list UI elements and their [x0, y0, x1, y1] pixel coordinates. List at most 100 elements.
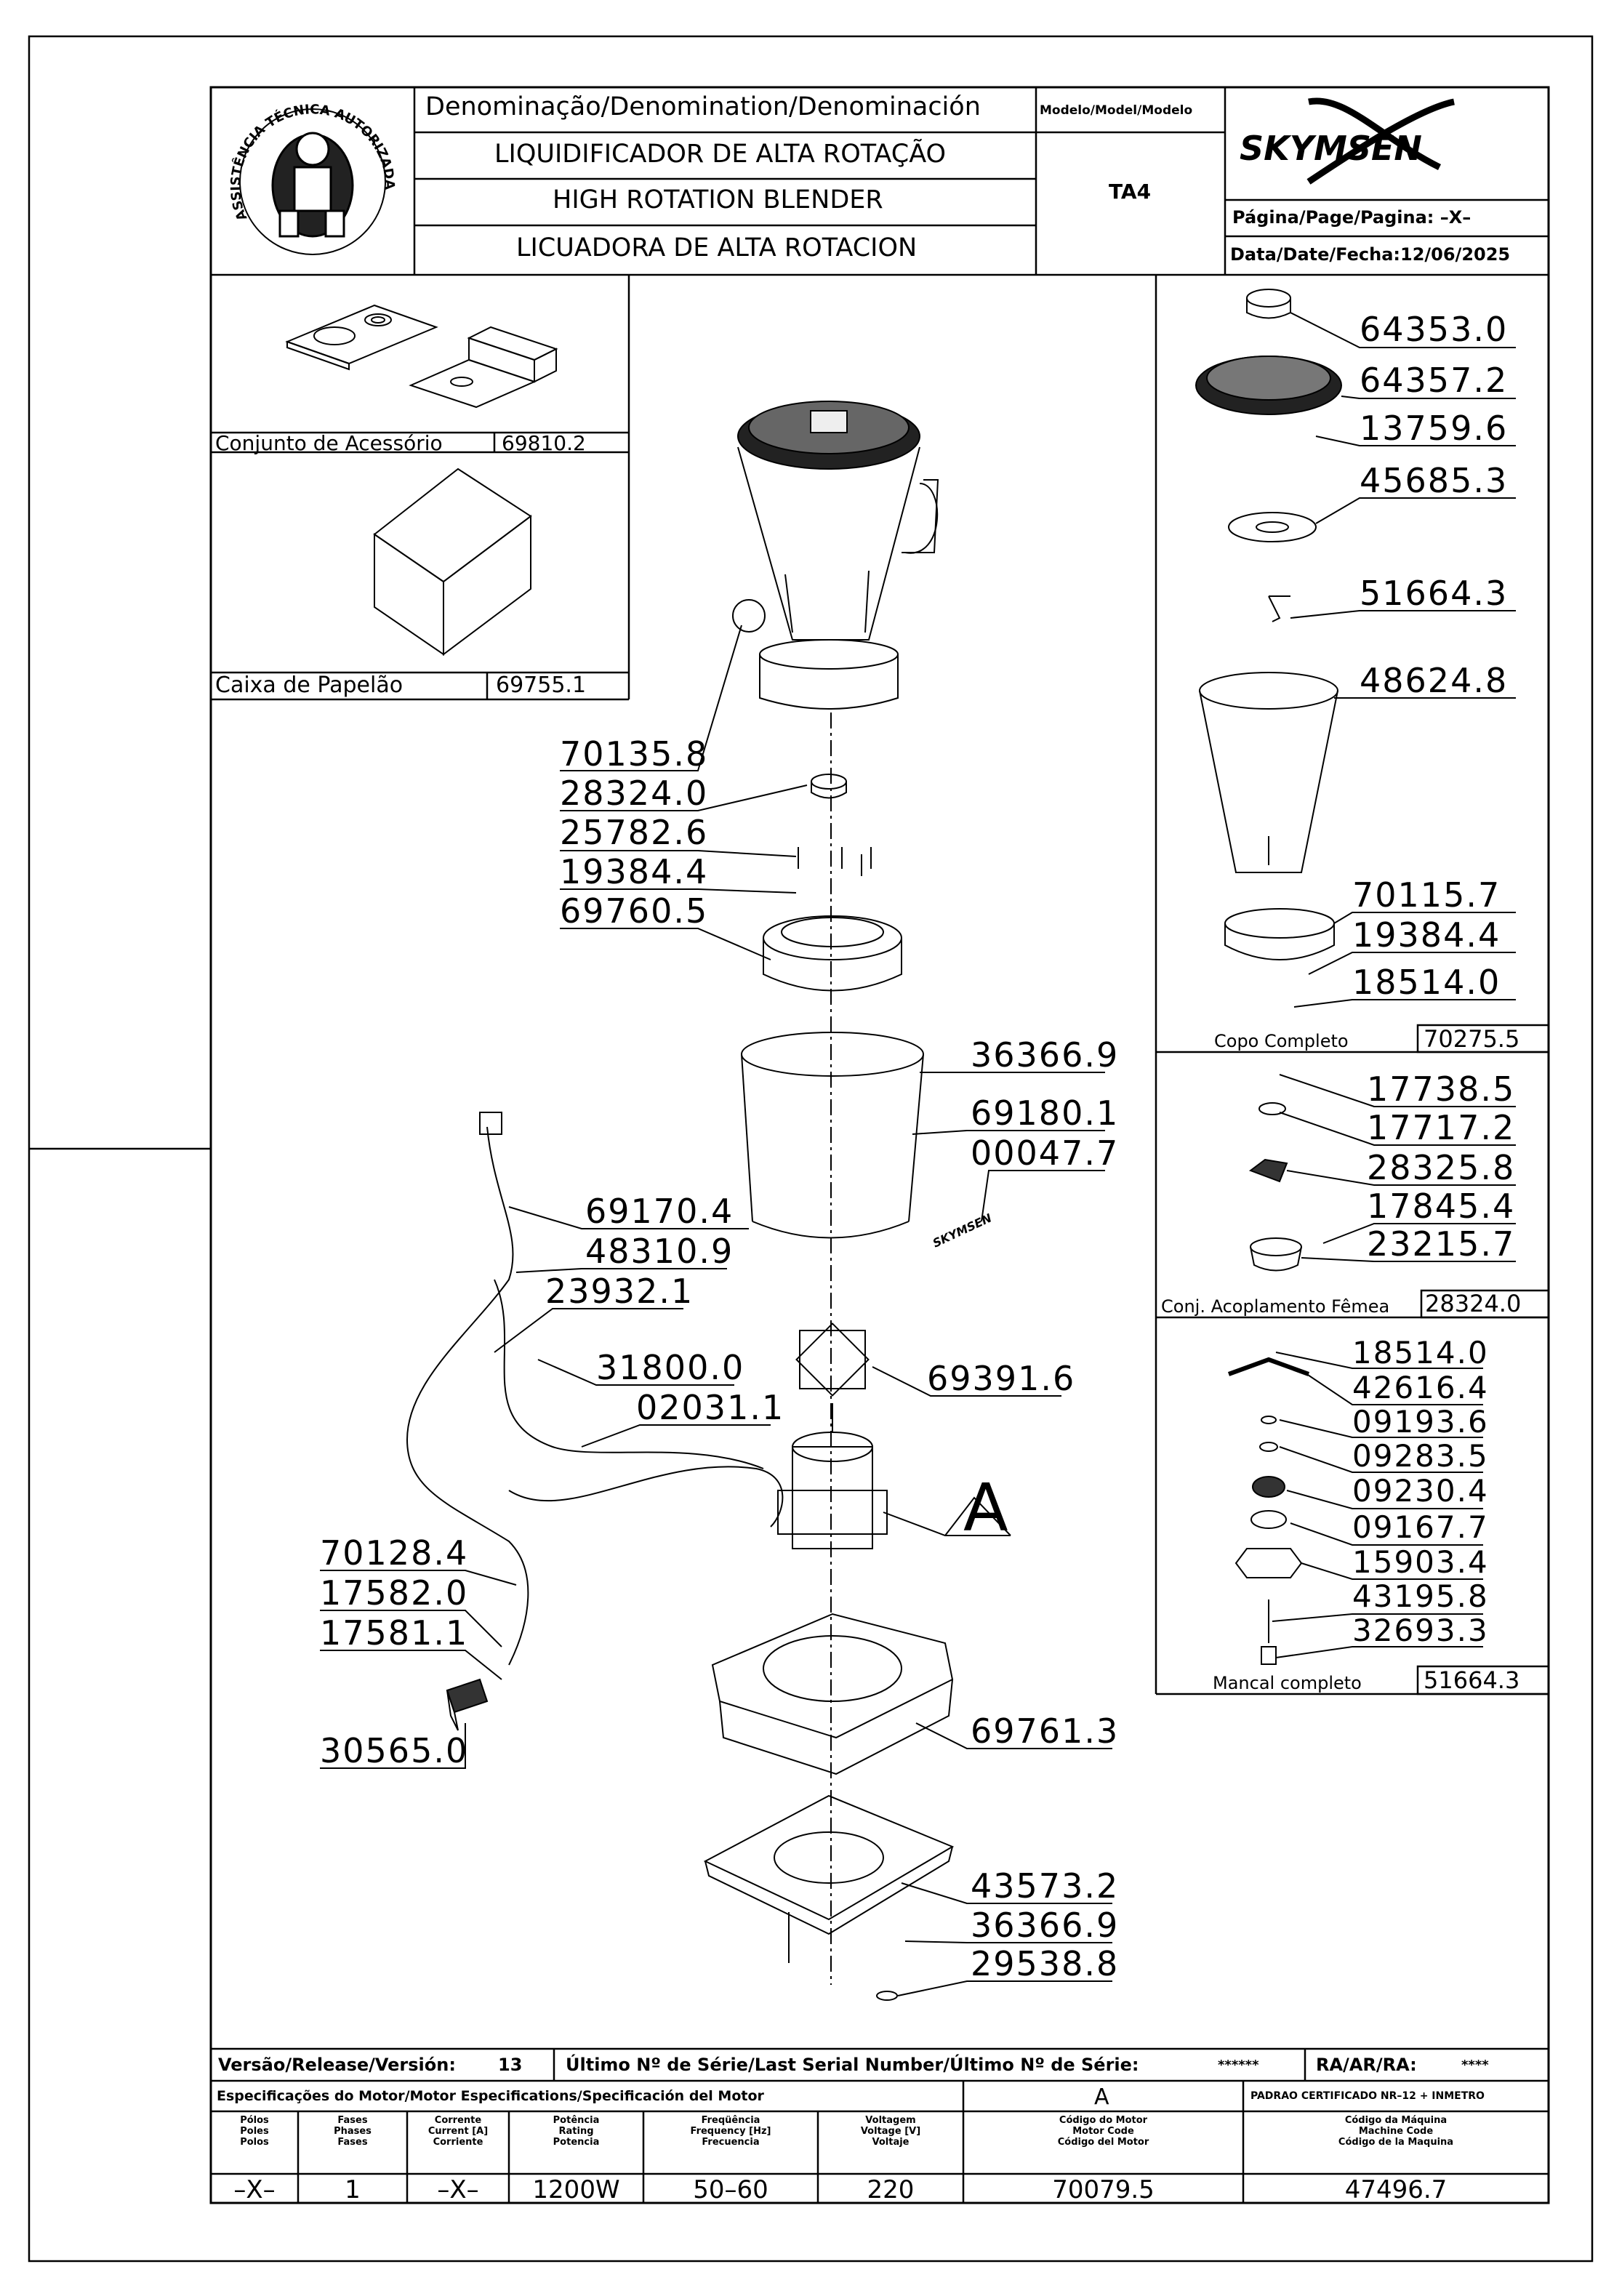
bearing-label: Mancal completo: [1213, 1673, 1362, 1693]
spec-head-frequency: Freqüência Frequency [Hz] Frecuencia: [690, 2115, 771, 2148]
ra-value: ****: [1461, 2058, 1489, 2073]
copo-detail-drawing: [1195, 289, 1342, 960]
part-number: 28325.8: [1367, 1148, 1516, 1187]
ra-label: RA/AR/RA:: [1316, 2055, 1417, 2075]
page-label: Página/Page/Pagina: –X–: [1232, 207, 1472, 228]
inner-frame: [209, 86, 1550, 2204]
coupling-detail-drawing: [1248, 1102, 1302, 1272]
model-value: TA4: [1109, 180, 1152, 204]
part-number: 48624.8: [1360, 661, 1509, 700]
part-number: 23215.7: [1367, 1224, 1516, 1264]
copo-code: 70275.5: [1424, 1025, 1520, 1053]
spec-head-machine-code: Código da Máquina Machine Code Código de…: [1338, 2115, 1454, 2148]
certification-label: PADRAO CERTIFICADO NR–12 + INMETRO: [1250, 2090, 1485, 2102]
spec-head-voltage: Voltagem Voltage [V] Voltaje: [860, 2115, 921, 2148]
product-name-en: HIGH ROTATION BLENDER: [553, 185, 883, 214]
serial-label: Último Nº de Série/Last Serial Number/Úl…: [566, 2055, 1139, 2075]
product-name-pt: LIQUIDIFICADOR DE ALTA ROTAÇÃO: [494, 140, 947, 169]
brand-logo-swoosh: [1306, 97, 1455, 185]
motor-spec-value: A: [1094, 2084, 1109, 2110]
part-number: 17738.5: [1367, 1069, 1516, 1109]
part-number: 00047.7: [971, 1133, 1120, 1173]
part-number: 69760.5: [560, 891, 709, 931]
part-number: 48310.9: [585, 1232, 734, 1271]
accessory-kit-label: Conjunto de Acessório: [215, 431, 443, 455]
part-number: 09283.5: [1352, 1438, 1489, 1474]
part-number: 29538.8: [971, 1944, 1120, 1983]
part-number: 02031.1: [636, 1388, 785, 1427]
date-label: Data/Date/Fecha:12/06/2025: [1230, 244, 1511, 265]
part-number: 30565.0: [320, 1731, 469, 1770]
part-number: 18514.0: [1352, 963, 1501, 1002]
part-number: 17717.2: [1367, 1108, 1516, 1147]
seal-text: ASSISTÊNCIA TÉCNICA AUTORIZADA: [228, 102, 397, 222]
part-number: 43573.2: [971, 1866, 1120, 1906]
bearing-detail-drawing: [1227, 1357, 1310, 1665]
spec-value-poles: –X–: [233, 2175, 276, 2204]
product-name-es: LICUADORA DE ALTA ROTACION: [516, 233, 918, 262]
brand-logo: SKYMSEN: [1240, 129, 1422, 168]
part-number: 64357.2: [1360, 361, 1509, 400]
part-number: 09193.6: [1352, 1404, 1489, 1440]
part-number: 69761.3: [971, 1711, 1120, 1751]
part-number: 36366.9: [971, 1035, 1120, 1075]
part-number: 70115.7: [1352, 875, 1501, 915]
model-title: Modelo/Model/Modelo: [1040, 103, 1193, 118]
spec-head-motor-code: Código do Motor Motor Code Código del Mo…: [1057, 2115, 1149, 2148]
main-exploded-drawing: [406, 401, 955, 2001]
spec-head-current: Corrente Current [A] Corriente: [427, 2115, 489, 2148]
spec-value-motor-code: 70079.5: [1052, 2175, 1155, 2204]
part-number: 19384.4: [1352, 915, 1501, 955]
accessory-kit-code: 69810.2: [502, 431, 586, 455]
accessory-kit-drawing: [285, 304, 558, 409]
part-number: 25782.6: [560, 813, 709, 852]
part-number: 69180.1: [971, 1093, 1120, 1133]
seal-logo: [239, 108, 386, 255]
part-number: 13759.6: [1360, 409, 1509, 448]
serial-value: ******: [1218, 2058, 1259, 2073]
spec-head-poles: Pólos Poles Polos: [240, 2115, 269, 2148]
spec-value-frequency: 50–60: [693, 2175, 768, 2204]
carton-box-label: Caixa de Papelão: [215, 673, 404, 698]
version-label: Versão/Release/Versión:: [218, 2055, 456, 2075]
motor-reference: A: [963, 1470, 1008, 1546]
motor-spec-label: Especificações do Motor/Motor Especifica…: [217, 2088, 764, 2104]
spec-head-phases: Fases Phases Fases: [334, 2115, 372, 2148]
part-number: 28324.0: [560, 774, 709, 813]
part-number: 64353.0: [1360, 310, 1509, 349]
copo-label: Copo Completo: [1214, 1031, 1349, 1051]
version-value: 13: [498, 2055, 523, 2075]
part-number: 45685.3: [1360, 461, 1509, 500]
denomination-title: Denominação/Denomination/Denominación: [425, 92, 981, 121]
part-number: 43195.8: [1352, 1578, 1489, 1614]
part-number: 32693.3: [1352, 1613, 1489, 1648]
part-number: 31800.0: [596, 1348, 745, 1387]
part-number: 42616.4: [1352, 1370, 1489, 1405]
part-number: 17582.0: [320, 1573, 469, 1613]
bearing-code: 51664.3: [1424, 1666, 1520, 1694]
carton-box-drawing: [373, 467, 532, 656]
part-leaders: [320, 312, 1516, 1996]
part-number: 36366.9: [971, 1906, 1120, 1945]
part-number: 18514.0: [1352, 1335, 1489, 1370]
part-number: 09230.4: [1352, 1473, 1489, 1509]
part-number: 19384.4: [560, 852, 709, 891]
spec-value-phases: 1: [345, 2175, 361, 2204]
part-number: 09167.7: [1352, 1509, 1489, 1545]
coupling-code: 28324.0: [1425, 1290, 1522, 1317]
part-number: 51664.3: [1360, 574, 1509, 613]
part-number: 23932.1: [545, 1272, 694, 1311]
part-number: 70135.8: [560, 734, 709, 774]
spec-value-machine-code: 47496.7: [1344, 2175, 1448, 2204]
coupling-label: Conj. Acoplamento Fêmea: [1161, 1296, 1390, 1317]
part-number: 69391.6: [927, 1359, 1076, 1398]
part-number: 17845.4: [1367, 1187, 1516, 1226]
part-number: 15903.4: [1352, 1544, 1489, 1580]
spec-value-rating: 1200W: [532, 2175, 620, 2204]
part-number: 70128.4: [320, 1533, 469, 1573]
spec-value-voltage: 220: [867, 2175, 915, 2204]
spec-head-rating: Potência Rating Potencia: [553, 2115, 600, 2148]
